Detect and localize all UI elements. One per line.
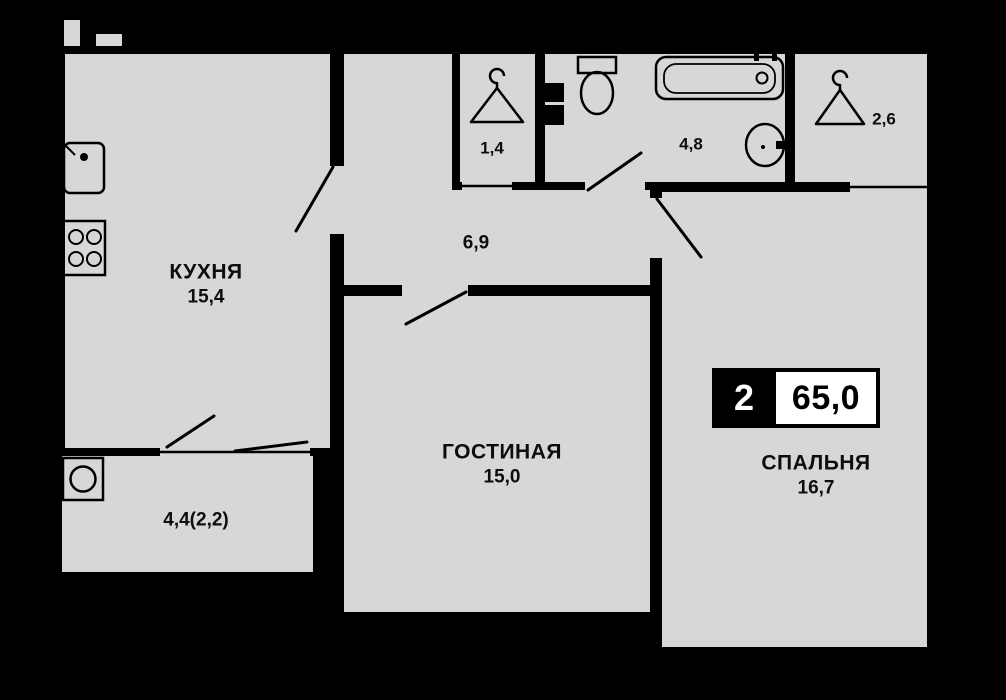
- door-leafs: [165, 151, 703, 453]
- sink-icon: [62, 141, 106, 195]
- door-leaf-living: [404, 290, 468, 326]
- room-kitchen: [65, 54, 330, 448]
- kitchen-title: КУХНЯ: [169, 260, 243, 284]
- washing-machine-icon: [61, 456, 105, 502]
- vent-box-2: [90, 28, 128, 52]
- hanger-icon-closet: [814, 69, 866, 126]
- rooms-count-label: 2: [733, 377, 755, 418]
- hanger-icon-wardrobe: [469, 67, 525, 124]
- door-leaf-bedroom: [655, 197, 703, 259]
- hallway-area: 6,9: [462, 232, 490, 254]
- bathtub-icon: [654, 47, 785, 101]
- toilet-icon: [576, 55, 618, 116]
- opening-bathroom-door: [585, 182, 645, 192]
- room-hallway: [344, 190, 650, 285]
- vent-box-1: [58, 14, 86, 52]
- thresholds: [160, 184, 927, 454]
- bedroom-title: СПАЛЬНЯ: [761, 451, 871, 475]
- window-leaf-balcony: [233, 440, 309, 453]
- room-wardrobe: [460, 54, 535, 182]
- door-leaf-kitchen: [294, 165, 335, 233]
- vent-duct-1: [540, 83, 564, 102]
- vent-duct-2: [540, 105, 564, 125]
- room-living: [344, 296, 650, 612]
- kitchen-area: 15,4: [187, 286, 225, 308]
- opening-living-door: [402, 285, 468, 296]
- apartment-badge: 2 65,0: [712, 368, 880, 428]
- room-bathroom: [545, 54, 785, 182]
- stove-icon: [61, 219, 107, 277]
- opening-bedroom-door: [650, 198, 662, 258]
- wardrobe-area: 1,4: [480, 138, 504, 158]
- living-area: 15,0: [483, 466, 521, 488]
- balcony-area: 4,4(2,2): [163, 509, 229, 531]
- bedroom-area: 16,7: [797, 477, 835, 499]
- opening-kitchen-door: [330, 166, 344, 234]
- bathroom-area: 4,8: [679, 134, 703, 154]
- door-leaf-balcony: [165, 414, 216, 449]
- vent-shafts-top: [58, 14, 128, 52]
- vent-shaft-bathroom: [540, 83, 564, 125]
- living-title: ГОСТИНАЯ: [442, 440, 562, 464]
- total-area-label: 65,0: [776, 372, 876, 424]
- door-leaf-bathroom: [586, 151, 643, 192]
- washbasin-icon: [744, 122, 787, 168]
- closet-area: 2,6: [872, 109, 896, 129]
